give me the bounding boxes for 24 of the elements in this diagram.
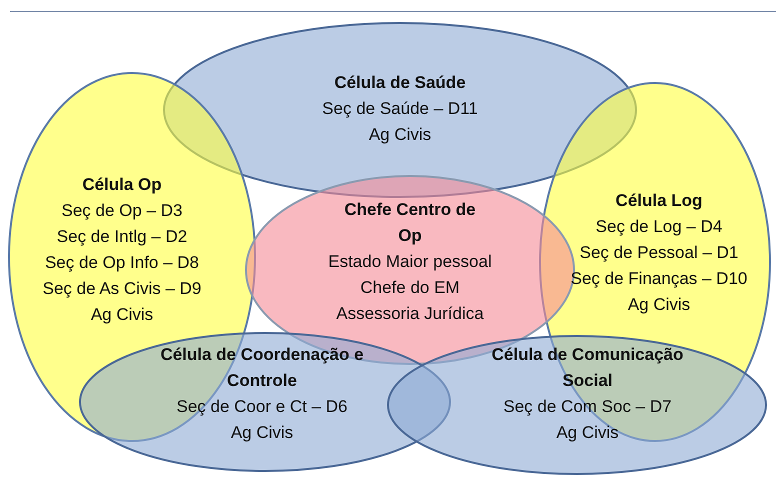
section-label: Seç de Finanças – D10 <box>570 268 748 290</box>
group-title: Célula de Saúde <box>334 72 466 94</box>
section-label: Assessoria Jurídica <box>336 303 484 325</box>
section-label: Seç de Op Info – D8 <box>44 252 200 274</box>
section-label: Seç de Op – D3 <box>62 200 182 222</box>
section-label: Seç de Log – D4 <box>596 216 722 238</box>
group-title: Célula Op <box>82 174 162 196</box>
group-title: Célula de Comunicação Social <box>490 344 684 392</box>
group-title: Chefe Centro de Op <box>343 199 477 247</box>
section-label: Seç de Saúde – D11 <box>322 98 478 120</box>
section-label: Ag Civis <box>230 422 294 444</box>
section-label: Ag Civis <box>556 422 619 444</box>
section-label: Chefe do EM <box>360 277 460 299</box>
section-label: Estado Maior pessoal <box>328 251 492 273</box>
section-label: Seç de As Civis – D9 <box>42 278 202 300</box>
section-label: Seç de Pessoal – D1 <box>580 242 738 264</box>
section-label: Ag Civis <box>368 124 432 146</box>
section-label: Seç de Intlg – D2 <box>56 226 188 248</box>
section-label: Ag Civis <box>90 304 154 326</box>
section-label: Seç de Com Soc – D7 <box>503 396 672 418</box>
group-title: Célula Log <box>616 190 702 212</box>
section-label: Seç de Coor e Ct – D6 <box>176 396 348 418</box>
group-title: Célula de Coordenação e Controle <box>159 344 365 392</box>
section-label: Ag Civis <box>628 294 690 316</box>
